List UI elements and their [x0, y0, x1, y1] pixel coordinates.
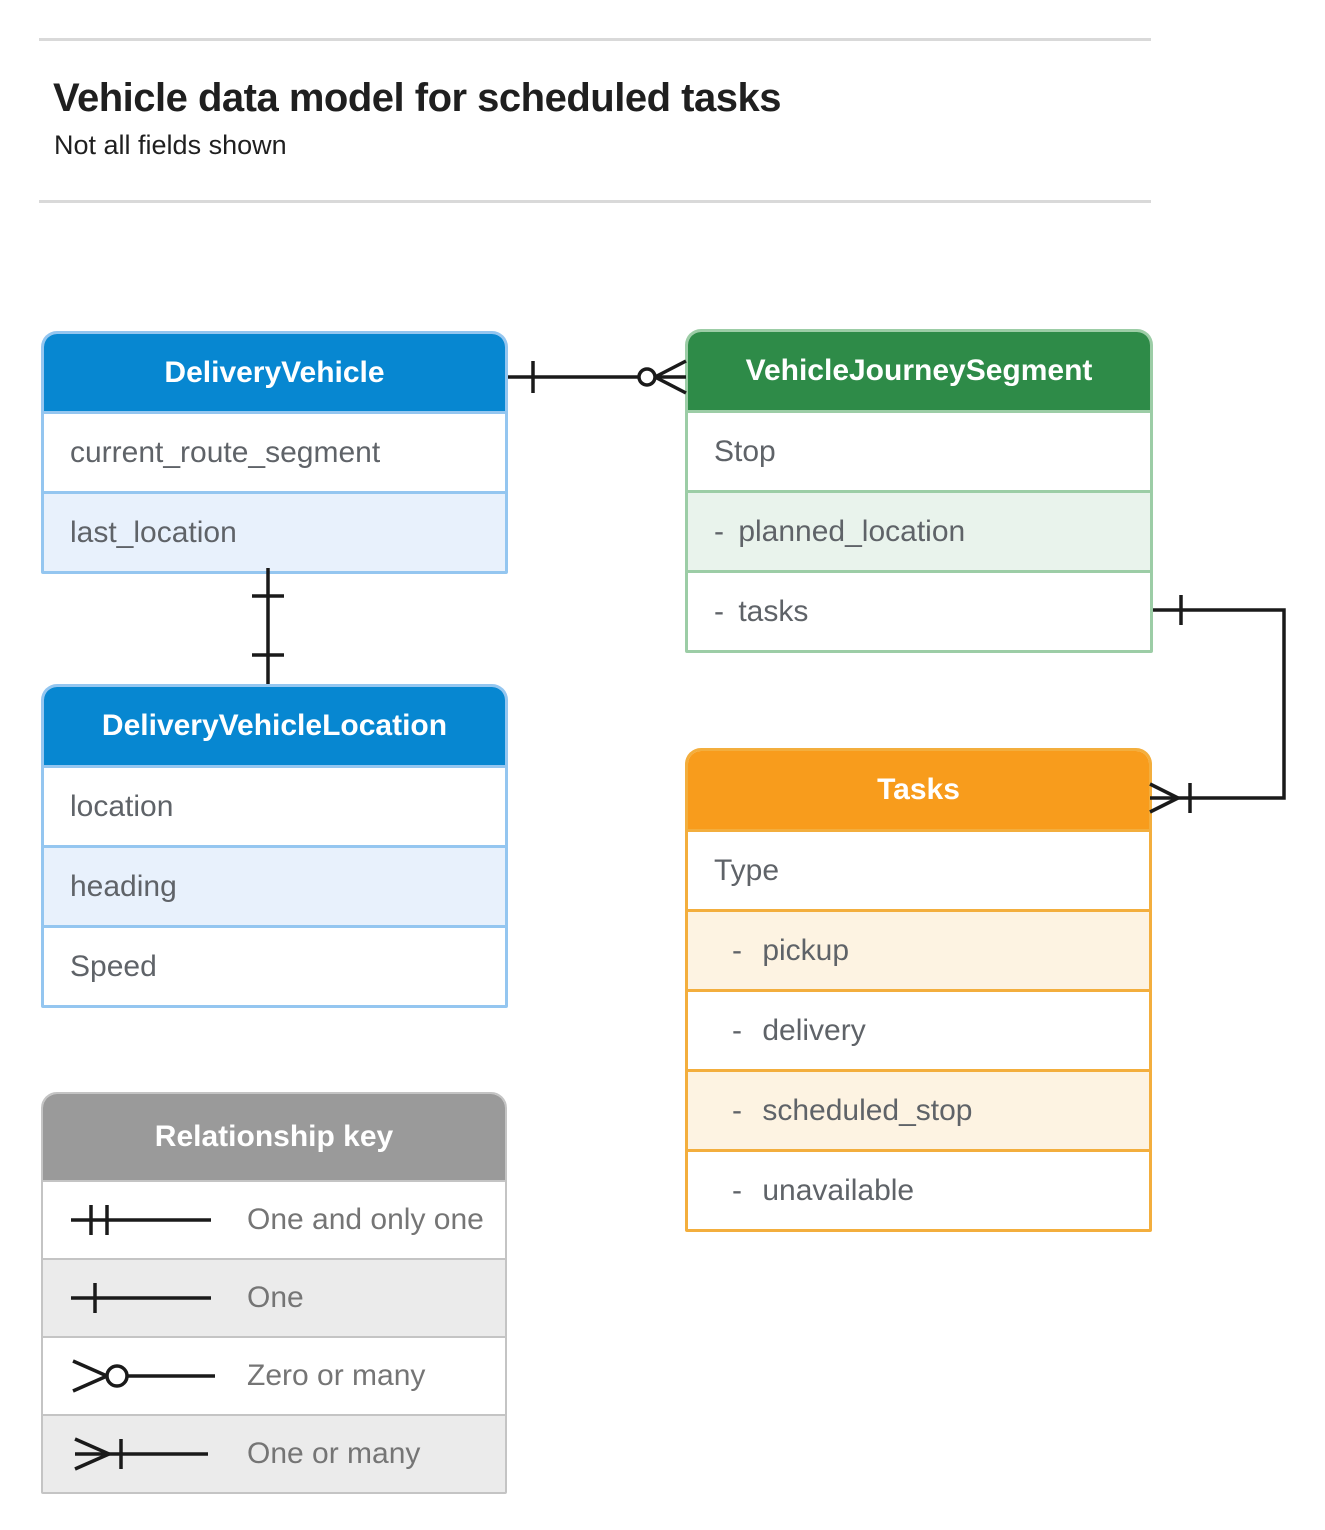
connector-segment-tasks-to-tasks [1149, 595, 1286, 814]
one-and-only-one-icon [71, 1205, 211, 1235]
connector-vehicle-to-location [252, 568, 284, 684]
entity-vehicle-journey-segment-title: VehicleJourneySegment [688, 332, 1150, 410]
field-unavailable: - unavailable [688, 1149, 1149, 1229]
legend-label: One and only one [247, 1203, 484, 1236]
one-icon [71, 1283, 211, 1313]
entity-delivery-vehicle-title: DeliveryVehicle [44, 334, 505, 411]
entity-delivery-vehicle-location: DeliveryVehicleLocation location heading… [41, 684, 508, 1008]
connector-vehicle-to-journey-segment [508, 359, 687, 395]
field-speed: Speed [44, 925, 505, 1005]
entity-delivery-vehicle-location-title: DeliveryVehicleLocation [44, 687, 505, 765]
field-current-route-segment: current_route_segment [44, 411, 505, 491]
legend-label: One [247, 1281, 304, 1314]
one-or-many-icon [74, 1437, 208, 1471]
legend-label: Zero or many [247, 1359, 426, 1392]
legend-row-zero-or-many: Zero or many [43, 1336, 505, 1414]
legend-label: One or many [247, 1437, 421, 1470]
top-divider [39, 38, 1151, 41]
entity-tasks: Tasks Type - pickup - delivery - schedul… [685, 748, 1152, 1232]
zero-or-many-icon [72, 1359, 215, 1393]
legend-row-one-and-only-one: One and only one [43, 1180, 505, 1258]
field-type: Type [688, 829, 1149, 909]
field-pickup: - pickup [688, 909, 1149, 989]
field-stop: Stop [688, 410, 1150, 490]
page-title: Vehicle data model for scheduled tasks [53, 76, 781, 120]
entity-delivery-vehicle: DeliveryVehicle current_route_segment la… [41, 331, 508, 574]
field-scheduled-stop: - scheduled_stop [688, 1069, 1149, 1149]
subtitle-divider [39, 200, 1151, 203]
entity-vehicle-journey-segment: VehicleJourneySegment Stop - planned_loc… [685, 329, 1153, 653]
legend-row-one-or-many: One or many [43, 1414, 505, 1492]
relationship-key-title: Relationship key [43, 1094, 505, 1180]
field-planned-location: - planned_location [688, 490, 1150, 570]
field-tasks: - tasks [688, 570, 1150, 650]
legend-row-one: One [43, 1258, 505, 1336]
field-location: location [44, 765, 505, 845]
field-delivery: - delivery [688, 989, 1149, 1069]
page-subtitle: Not all fields shown [54, 130, 287, 160]
field-heading: heading [44, 845, 505, 925]
entity-tasks-title: Tasks [688, 751, 1149, 829]
field-last-location: last_location [44, 491, 505, 571]
relationship-key: Relationship key One and only one One [41, 1092, 507, 1494]
